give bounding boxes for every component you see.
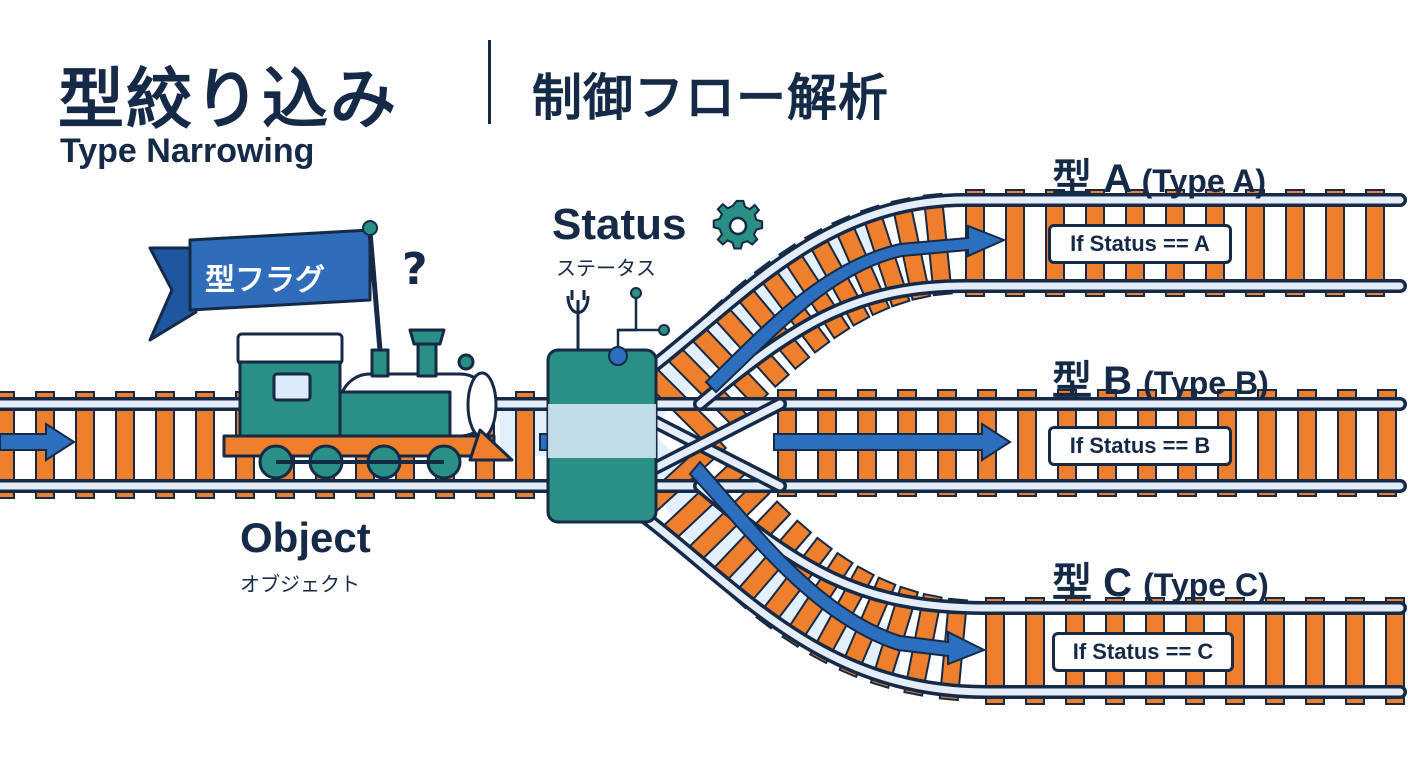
page-title-secondary: 制御フロー解析 [532,69,889,127]
status-label-ja: ステータス [556,256,656,280]
rail-tie [1285,189,1305,297]
title-divider [488,40,491,124]
rail-tie [1345,597,1365,705]
type-c-heading: 型 C (Type C) [1052,550,1269,608]
condition-b: If Status == B [1048,426,1232,466]
cab-window [272,372,312,402]
rail-tie [1017,389,1037,497]
status-switch-box [546,287,670,524]
rail-tie [515,391,535,499]
question-mark: ? [402,244,428,295]
arrow-curve-a [704,224,1007,394]
object-label: Object [240,514,371,561]
type-a-heading: 型 A (Type A) [1052,146,1266,204]
arrow-in-left [0,422,76,462]
object-label-ja: オブジェクト [240,572,360,596]
track-a-ties [965,189,1385,297]
status-label: Status [552,200,687,249]
condition-c: If Status == C [1052,632,1234,672]
rail-tie [1297,389,1317,497]
gear-icon [712,199,764,250]
locomotive [222,328,514,480]
type-b-ja: 型 B [1052,359,1132,403]
rail-tie [1257,389,1277,497]
rail-tie [985,597,1005,705]
rail-tie [1025,597,1045,705]
type-a-en: (Type A) [1141,163,1267,199]
type-b-heading: 型 B (Type B) [1052,348,1269,406]
type-flag [148,220,385,375]
page-subtitle: Type Narrowing [60,132,315,170]
rail-tie [1385,597,1405,705]
rail-tie [1005,189,1025,297]
rail-tie [155,391,175,499]
wrench-icon [566,290,590,350]
condition-a: If Status == A [1048,224,1232,264]
page-title: 型絞り込み [58,61,398,138]
rail-tie [1365,189,1385,297]
rail-tie [1337,389,1357,497]
type-b-en: (Type B) [1143,365,1269,401]
type-c-en: (Type C) [1143,567,1269,603]
rail-tie [75,391,95,499]
type-a-ja: 型 A [1052,157,1131,201]
type-c-ja: 型 C [1052,561,1132,605]
rail-tie [115,391,135,499]
rail-tie [195,391,215,499]
rail-tie [1265,597,1285,705]
rail-tie [1377,389,1397,497]
arrow-out-b [773,422,1012,462]
arrow-curve-c [688,460,987,666]
rail-fill [696,282,1404,408]
rail-tie [1305,597,1325,705]
rail-tie [1325,189,1345,297]
rail-tie [1245,189,1265,297]
flag-label: 型フラグ [205,263,325,298]
